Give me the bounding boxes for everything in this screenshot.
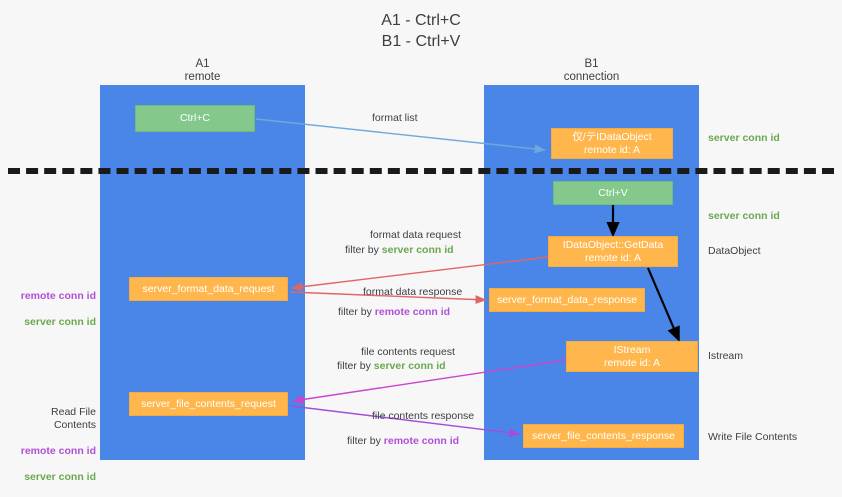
filter-value-server-conn-id: server conn id: [373, 360, 446, 372]
box-idataobject-line1: 仅/テIDataObject: [572, 130, 652, 143]
note-remote-conn-id: remote conn id: [20, 290, 96, 302]
box-ctrl-v-label: Ctrl+V: [598, 186, 628, 199]
note-read-file-contents: Read File Contents: [51, 406, 96, 431]
lane-header-a1: A1 remote: [184, 58, 221, 83]
filter-value-remote-conn-id: remote conn id: [383, 435, 460, 447]
box-idataobject-line2: remote id: A: [583, 143, 641, 156]
page-title: A1 - Ctrl+C B1 - Ctrl+V: [381, 12, 461, 50]
note-conn-ids-file: Read File Contents remote conn id server…: [8, 393, 96, 497]
label-format-data-response-filter: filter by remote conn id: [338, 305, 450, 319]
note-remote-conn-id: remote conn id: [20, 445, 96, 457]
label-file-contents-request-filter: filter by server conn id: [337, 359, 446, 373]
note-server-conn-id-mid: server conn id: [708, 210, 780, 222]
box-server-file-contents-response-label: server_file_contents_response: [531, 429, 675, 442]
box-istream[interactable]: IStream remote id: A: [566, 341, 698, 372]
box-getdata-line1: IDataObject::GetData: [562, 238, 664, 251]
box-istream-line2: remote id: A: [603, 356, 661, 369]
filter-value-remote-conn-id: remote conn id: [374, 306, 451, 318]
note-server-conn-id: server conn id: [24, 471, 96, 483]
box-ctrl-c[interactable]: Ctrl+C: [135, 105, 255, 132]
filter-prefix: filter by: [345, 244, 382, 256]
note-write-file-contents: Write File Contents: [708, 431, 798, 443]
box-server-file-contents-response[interactable]: server_file_contents_response: [523, 424, 684, 448]
box-server-file-contents-request[interactable]: server_file_contents_request: [129, 392, 288, 416]
note-conn-ids-format: remote conn id server conn id: [8, 277, 96, 342]
note-dataobject: DataObject: [708, 245, 761, 257]
label-file-contents-response: file contents response: [372, 410, 475, 422]
note-istream: Istream: [708, 350, 744, 362]
diagram-canvas: A1 - Ctrl+C B1 - Ctrl+V A1 remote B1 con…: [8, 12, 834, 483]
label-format-list: format list: [372, 112, 418, 124]
box-server-format-data-request[interactable]: server_format_data_request: [129, 277, 288, 301]
note-server-conn-id-top: server conn id: [708, 132, 780, 144]
label-format-data-request-filter: filter by server conn id: [345, 243, 454, 257]
box-server-file-contents-request-label: server_file_contents_request: [141, 397, 276, 410]
label-format-data-response: format data response: [363, 286, 463, 298]
dashed-divider: [8, 168, 834, 174]
filter-value-server-conn-id: server conn id: [381, 244, 454, 256]
filter-prefix: filter by: [347, 435, 384, 447]
note-server-conn-id: server conn id: [24, 316, 96, 328]
box-server-format-data-request-label: server_format_data_request: [142, 282, 275, 295]
filter-prefix: filter by: [338, 306, 375, 318]
lane-header-b1: B1 connection: [563, 58, 620, 83]
box-server-format-data-response-label: server_format_data_response: [496, 293, 638, 306]
box-istream-line1: IStream: [613, 343, 651, 356]
label-format-data-request: format data request: [370, 229, 462, 241]
label-file-contents-response-filter: filter by remote conn id: [347, 434, 459, 448]
box-idataobject-getdata[interactable]: IDataObject::GetData remote id: A: [548, 236, 678, 267]
box-server-format-data-response[interactable]: server_format_data_response: [489, 288, 645, 312]
label-file-contents-request: file contents request: [361, 346, 455, 358]
filter-prefix: filter by: [337, 360, 374, 372]
box-ctrl-v[interactable]: Ctrl+V: [553, 181, 673, 205]
box-ctrl-c-label: Ctrl+C: [179, 112, 211, 124]
box-getdata-line2: remote id: A: [584, 251, 642, 264]
box-idataobject[interactable]: 仅/テIDataObject remote id: A: [551, 128, 673, 159]
